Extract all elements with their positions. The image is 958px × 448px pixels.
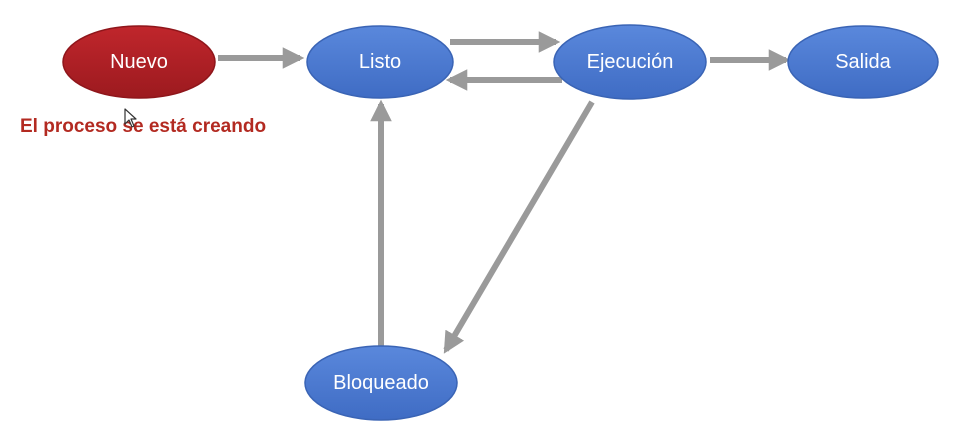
state-caption: El proceso se está creando [20,116,267,137]
state-salida [787,25,939,99]
state-nuevo [62,25,216,99]
state-ejecucion [553,24,707,100]
state-listo [306,25,454,99]
state-bloqueado [304,345,458,421]
arrow-ejecucion-to-bloqueado [443,100,595,354]
mouse-pointer-icon [124,108,137,128]
